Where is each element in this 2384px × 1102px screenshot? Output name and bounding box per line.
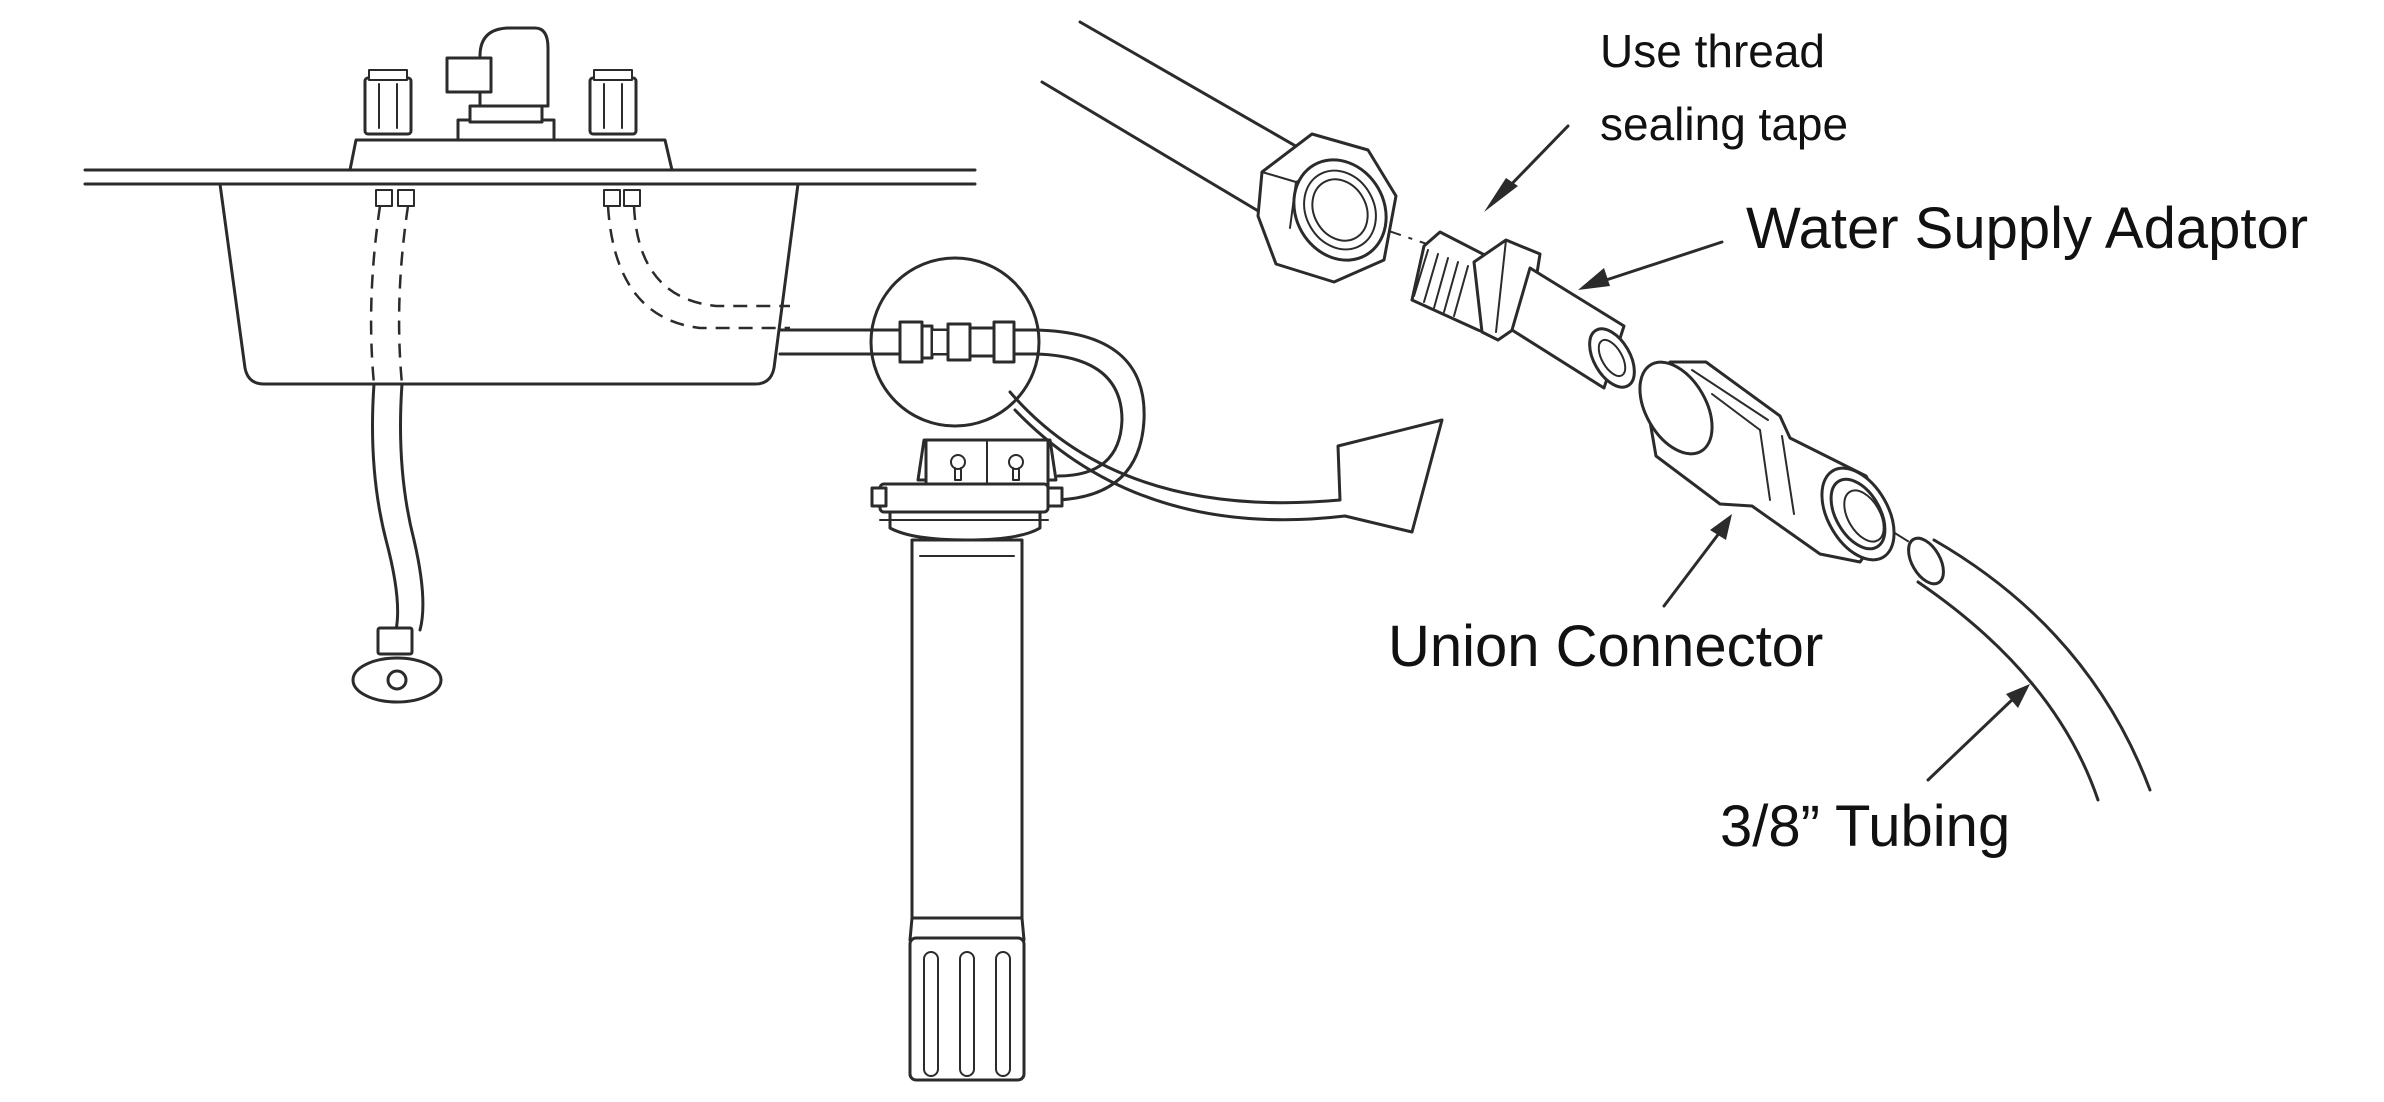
tubing <box>1907 536 2152 802</box>
arrow-adaptor <box>1578 240 1724 290</box>
faucet-spout <box>445 26 556 142</box>
label-union-connector: Union Connector <box>1388 614 1823 679</box>
shutoff-valve <box>351 626 443 704</box>
faucet <box>363 26 638 142</box>
filter-head <box>870 482 1064 542</box>
supply-lines <box>369 189 882 632</box>
filter-cartridge <box>908 538 1026 1082</box>
union-connector <box>1638 360 1896 564</box>
detail-circle <box>869 256 1146 502</box>
label-thread-tape-line1: Use thread <box>1600 25 1825 77</box>
faucet-handle-right <box>588 69 638 136</box>
sink <box>83 138 977 386</box>
arrow-tubing <box>1926 684 2030 782</box>
filter-bracket <box>916 438 1058 490</box>
arrow-union <box>1662 514 1732 608</box>
filter-unit <box>870 438 1064 1082</box>
arrow-thread-tape <box>1484 124 1570 212</box>
label-water-supply-adaptor: Water Supply Adaptor <box>1746 196 2308 261</box>
faucet-handle-left <box>363 69 413 136</box>
supply-pipe <box>1040 20 1322 220</box>
callout-arrow <box>1008 390 1444 534</box>
label-thread-tape-line2: sealing tape <box>1600 98 1848 150</box>
label-tubing: 3/8” Tubing <box>1720 794 2010 859</box>
hex-nut <box>1256 132 1398 284</box>
water-supply-adaptor <box>1410 230 1636 390</box>
